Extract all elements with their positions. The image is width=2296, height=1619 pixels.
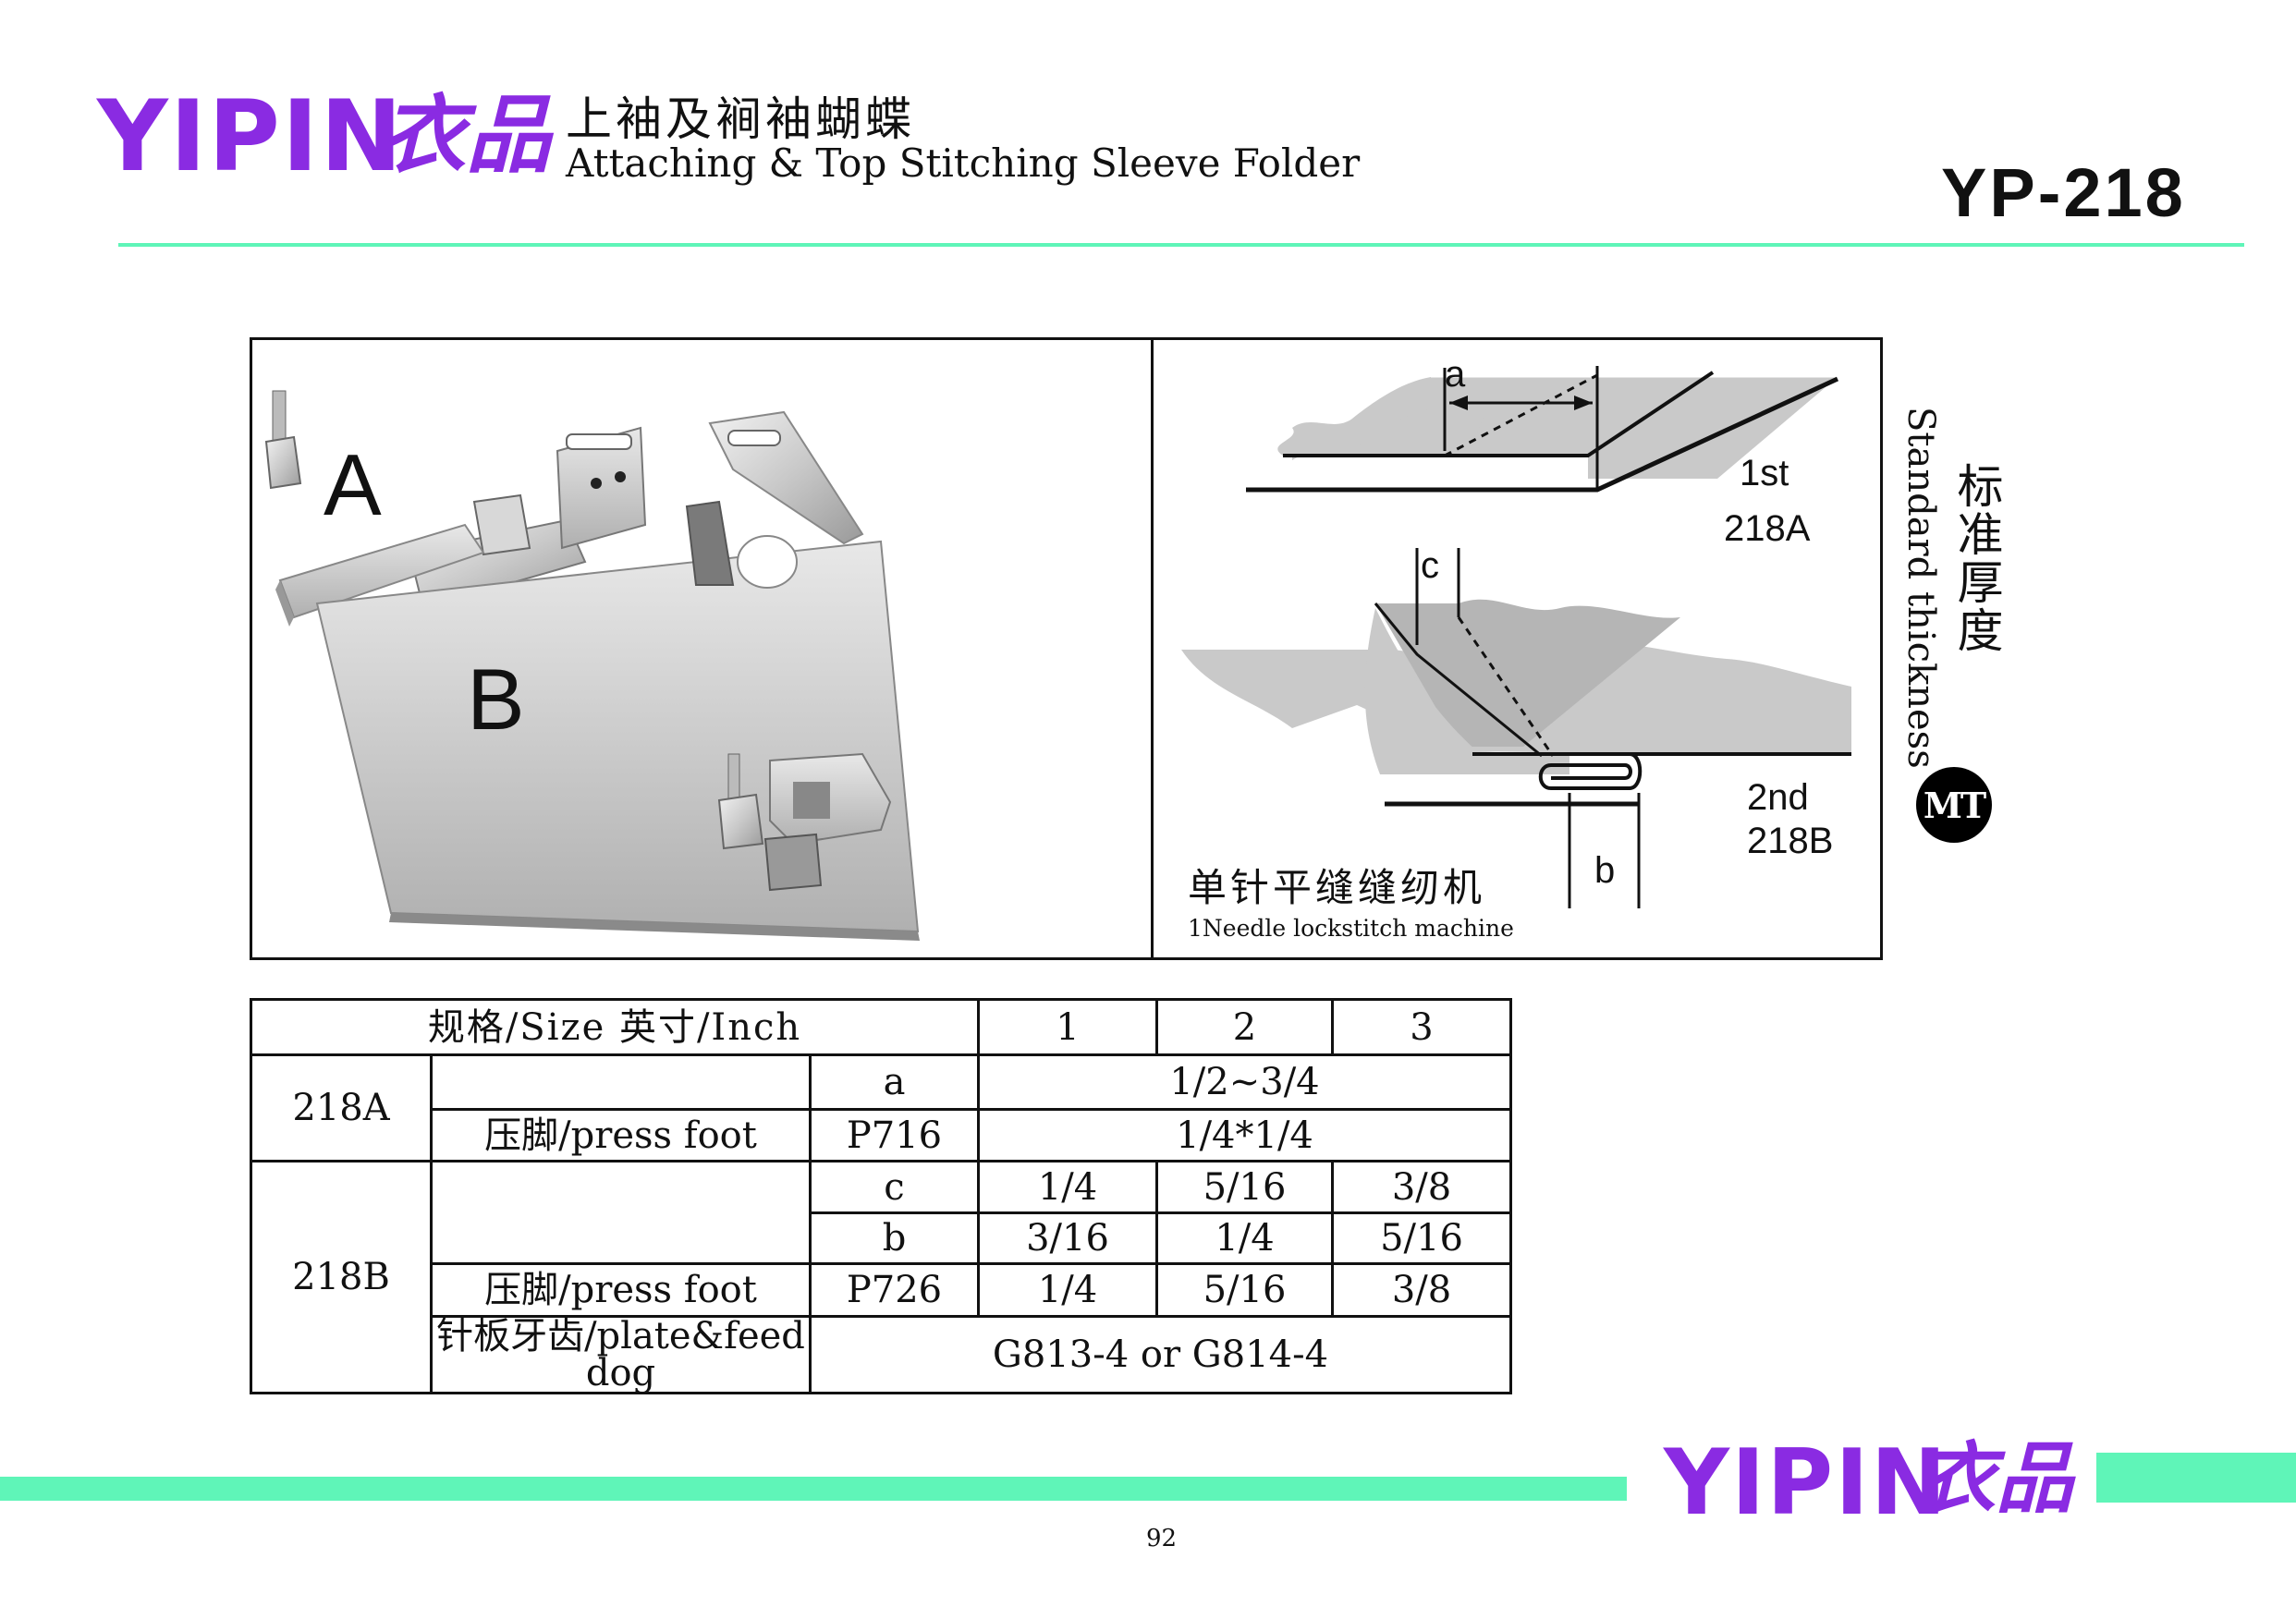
diagram-label-1st: 1st (1740, 453, 1789, 493)
table-row: 针板牙齿/plate&feed dog G813-4 or G814-4 (251, 1315, 1512, 1394)
standard-thickness-chinese: 标准厚度 (1949, 462, 2004, 654)
table-row: b 3/16 1/4 5/16 (251, 1211, 1512, 1265)
part-a-folder (275, 426, 647, 627)
press-foot-value-2: 5/16 (1155, 1262, 1334, 1318)
press-foot-code: P716 (809, 1108, 980, 1163)
press-foot-value: 1/4*1/4 (977, 1108, 1512, 1163)
figure-divider (1151, 337, 1154, 960)
press-foot-value-3: 3/8 (1331, 1262, 1512, 1318)
dimension-c-value-1: 1/4 (977, 1160, 1158, 1214)
press-foot-code: P726 (809, 1262, 980, 1318)
footer-rule-left (0, 1477, 1627, 1501)
dimension-b-value-1: 3/16 (977, 1211, 1158, 1265)
column-2: 2 (1155, 998, 1334, 1056)
footer-brand-chinese: 衣品 (1918, 1432, 2074, 1524)
brand-logo-chinese: 衣品 (381, 85, 552, 185)
diagram-label-218b: 218B (1747, 821, 1834, 861)
plate-feed-dog-value: G813-4 or G814-4 (809, 1315, 1512, 1394)
press-foot-label: 压脚/press foot (430, 1108, 812, 1163)
product-photo (264, 390, 920, 941)
table-row: 218B c 1/4 5/16 3/8 (250, 1160, 1512, 1394)
standard-thickness-english: Standard thickness (1899, 407, 1942, 769)
column-3: 3 (1331, 998, 1512, 1056)
brand-logo-text: YIPIN (97, 79, 405, 193)
diagram-first-fold (1246, 366, 1839, 493)
spec-table: 规格/Size 英寸/Inch 1 2 3 218A a 1/2~3/4 压脚/… (250, 998, 1512, 1394)
table-row: 218A a 1/2~3/4 (250, 1053, 1512, 1163)
part-b-accessories (717, 752, 892, 892)
diagram-label-b: b (1594, 850, 1616, 891)
table-row: 压脚/press foot P716 1/4*1/4 (251, 1108, 1512, 1163)
page-number: 92 (1146, 1525, 1178, 1552)
dimension-b-value-3: 5/16 (1331, 1211, 1512, 1265)
diagram-label-2nd: 2nd (1747, 777, 1809, 818)
dimension-c-label: c (809, 1160, 980, 1214)
empty-cell (430, 1053, 812, 1111)
size-header: 规格/Size 英寸/Inch (250, 998, 980, 1056)
diagram-label-c: c (1421, 545, 1439, 586)
machine-type-chinese: 单针平缝缝纫机 (1188, 865, 1486, 910)
empty-cell (430, 1160, 812, 1265)
dimension-c-value-3: 3/8 (1331, 1160, 1512, 1214)
model-218a: 218A (250, 1053, 433, 1163)
part-b-folder (315, 410, 920, 941)
product-title-english: Attaching & Top Stitching Sleeve Folder (566, 140, 1361, 186)
model-218b: 218B (250, 1160, 433, 1394)
diagram-label-a: a (1445, 354, 1466, 395)
model-number: YP-218 (1941, 154, 2186, 231)
dimension-b-value-2: 1/4 (1155, 1211, 1334, 1265)
dimension-b-label: b (809, 1211, 980, 1265)
footer-brand-text: YIPIN (1664, 1430, 1948, 1536)
plate-feed-dog-label: 针板牙齿/plate&feed dog (430, 1315, 812, 1394)
header-rule (118, 243, 2244, 247)
column-1: 1 (977, 998, 1158, 1056)
machine-type-english: 1Needle lockstitch machine (1188, 915, 1514, 942)
diagram-label-218a: 218A (1724, 508, 1811, 549)
press-foot-label: 压脚/press foot (430, 1262, 812, 1318)
diagram-second-fold (1181, 548, 1851, 908)
part-label-a: A (324, 436, 382, 533)
table-header-row: 规格/Size 英寸/Inch 1 2 3 (250, 998, 1512, 1056)
dimension-a-value: 1/2~3/4 (977, 1053, 1512, 1111)
footer-rule-right (2096, 1453, 2296, 1503)
press-foot-value-1: 1/4 (977, 1262, 1158, 1318)
figure-frame (250, 337, 1883, 960)
part-a-press-foot (264, 390, 302, 490)
part-label-b: B (467, 651, 525, 748)
dimension-a-label: a (809, 1053, 980, 1111)
table-row: 压脚/press foot P726 1/4 5/16 3/8 (251, 1262, 1512, 1318)
product-title-chinese: 上袖及裥袖蝴蝶 (566, 92, 915, 146)
dimension-c-value-2: 5/16 (1155, 1160, 1334, 1214)
seam-diagram (1181, 366, 1851, 908)
mt-badge: MT (1916, 767, 1992, 843)
